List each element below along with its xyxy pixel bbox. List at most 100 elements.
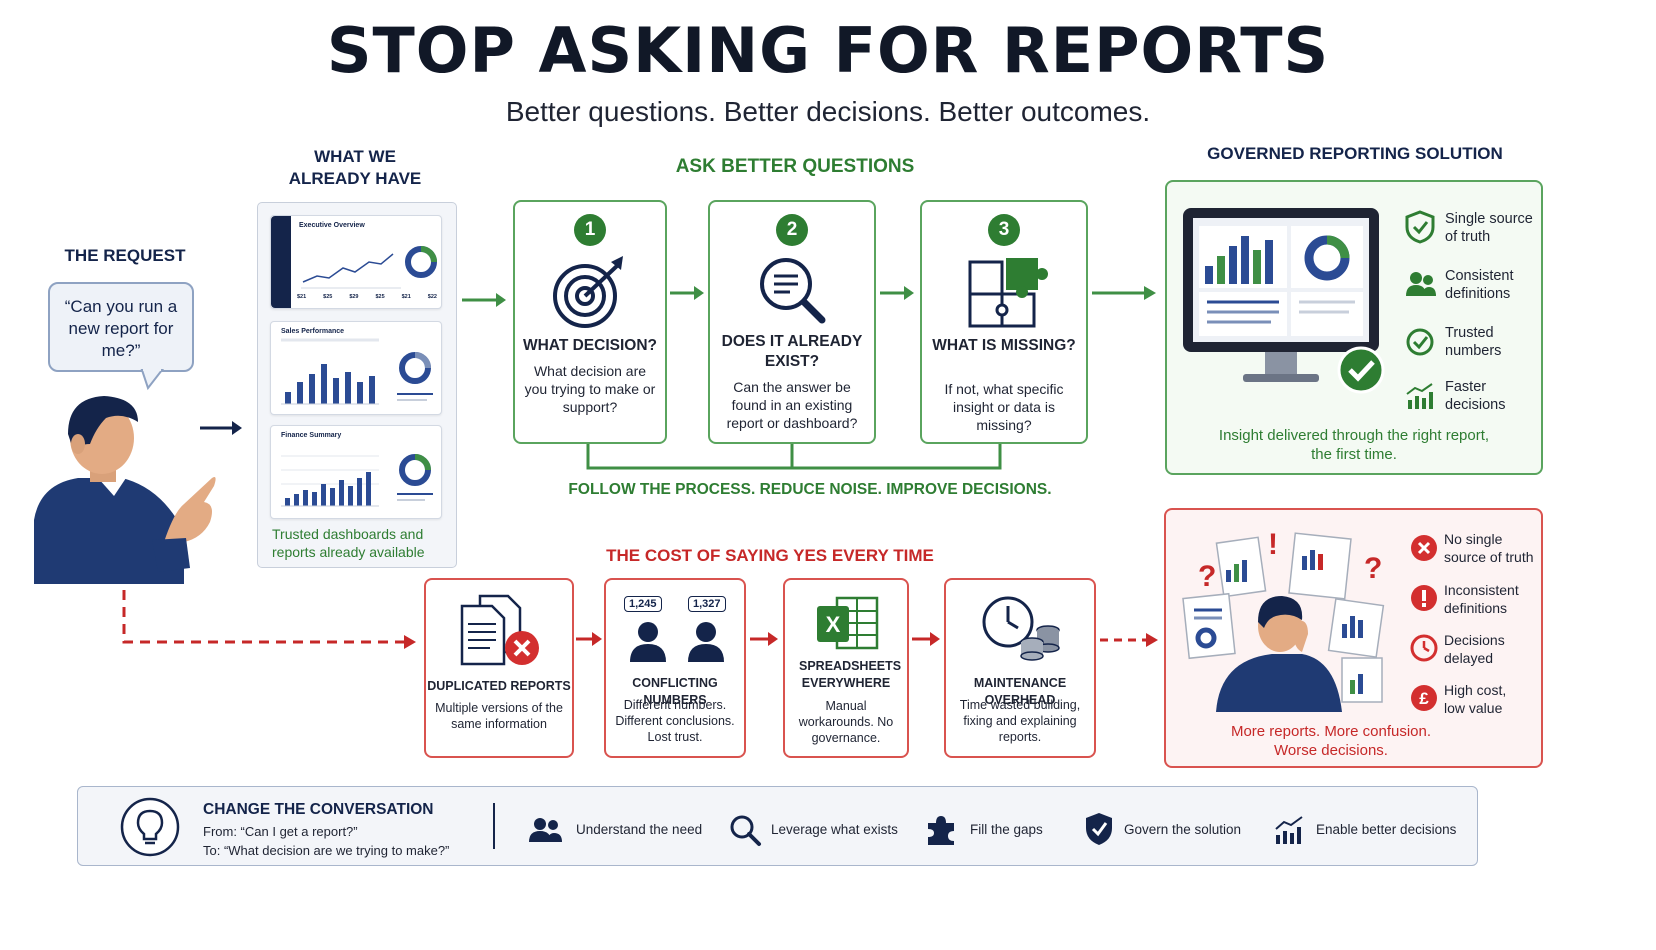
people-icon xyxy=(1406,272,1436,296)
ask-label: ASK BETTER QUESTIONS xyxy=(675,156,915,177)
finance-summary-thumbnail[interactable]: Finance Summary xyxy=(270,425,442,519)
conversation-to: To: “What decision are we trying to make… xyxy=(203,843,450,858)
step-number: 1 xyxy=(574,214,606,246)
check-circle-icon xyxy=(1406,328,1434,356)
puzzle-piece-icon xyxy=(928,816,954,845)
step-title: DOES IT ALREADY EXIST? xyxy=(721,333,863,370)
line-chart-icon xyxy=(301,246,437,289)
problem-item: Inconsistent definitions xyxy=(1444,581,1519,617)
page-subtitle: Better questions. Better decisions. Bett… xyxy=(505,96,1151,127)
governed-caption: Insight delivered through the right repo… xyxy=(1167,426,1541,464)
problem-line: low value xyxy=(1444,700,1503,716)
change-conversation-bar: CHANGE THE CONVERSATION From: “Can I get… xyxy=(77,786,1478,866)
cost-card-maintenance[interactable]: MAINTENANCE OVERHEAD Time wasted buildin… xyxy=(944,578,1096,758)
arrow-cost3-to-cost4 xyxy=(912,632,940,646)
thumbnail-title: Finance Summary xyxy=(281,432,342,439)
cost-title: MAINTENANCE OVERHEAD xyxy=(973,676,1067,707)
puzzle-icon xyxy=(968,258,1048,328)
kpi-row: $21 $25 $29 $25 $21 $22 xyxy=(297,294,437,300)
cost-card-spreadsheets[interactable]: X SPREADSHEETS EVERYWHERE Manual workaro… xyxy=(783,578,909,758)
problem-line: No single xyxy=(1444,531,1503,547)
existing-label-line2: ALREADY HAVE xyxy=(288,169,422,188)
cost-card-conflicting[interactable]: 1,245 1,327 CONFLICTING NUMBERS Differen… xyxy=(604,578,746,758)
existing-label-line1: WHAT WE xyxy=(314,147,396,166)
cost-title: CONFLICTING NUMBERS xyxy=(632,676,718,707)
cost-label: THE COST OF SAYING YES EVERY TIME xyxy=(606,546,934,565)
process-caption: FOLLOW THE PROCESS. REDUCE NOISE. IMPROV… xyxy=(568,481,1052,498)
conversation-title: CHANGE THE CONVERSATION xyxy=(203,801,434,818)
kpi-value: $25 xyxy=(323,294,333,300)
request-text: “Can you run a new report for me?” xyxy=(64,297,178,360)
conversation-item-label: Enable better decisions xyxy=(1316,822,1457,837)
caption-line: Worse decisions. xyxy=(1274,742,1388,759)
conversation-item-label: Leverage what exists xyxy=(771,822,898,837)
kpi-value: $21 xyxy=(297,294,307,300)
kpi-value: $21 xyxy=(401,294,411,300)
arrow-step2-to-step3 xyxy=(880,286,914,300)
arrow-cost2-to-cost3 xyxy=(750,632,778,646)
benefit-line: numbers xyxy=(1445,343,1502,359)
cost-title: SPREADSHEETS EVERYWHERE xyxy=(785,658,907,692)
svg-text:!: ! xyxy=(1268,528,1278,561)
cost-card-duplicated[interactable]: DUPLICATED REPORTS Multiple versions of … xyxy=(424,578,574,758)
benefit-line: Single source xyxy=(1445,211,1533,227)
cost-body: Time wasted building, fixing and explain… xyxy=(959,698,1081,744)
sales-performance-thumbnail[interactable]: Sales Performance xyxy=(270,321,442,415)
cost-body: Different numbers. Different conclusions… xyxy=(615,698,735,744)
conversation-item-label: Understand the need xyxy=(576,822,703,837)
clock-icon xyxy=(1410,634,1438,662)
x-circle-icon xyxy=(1411,535,1437,561)
kpi-value: $25 xyxy=(375,294,385,300)
problem-line: definitions xyxy=(1444,600,1508,616)
dashed-path-to-costs xyxy=(122,590,416,649)
svg-text:£: £ xyxy=(1419,689,1429,708)
divider xyxy=(493,803,495,849)
benefit-line: Faster xyxy=(1445,379,1487,395)
kpi-value: $29 xyxy=(349,294,359,300)
governed-label: GOVERNED REPORTING SOLUTION xyxy=(1207,144,1503,163)
step-title: WHAT DECISION? xyxy=(522,337,658,354)
existing-label: WHAT WE ALREADY HAVE xyxy=(270,146,440,190)
step-number: 2 xyxy=(776,214,808,246)
shield-check-icon xyxy=(1086,813,1112,845)
caption-line: More reports. More confusion. xyxy=(1230,723,1432,740)
svg-text:X: X xyxy=(826,612,841,637)
benefit-line: decisions xyxy=(1445,397,1506,413)
cost-title: DUPLICATED REPORTS xyxy=(427,679,571,693)
bar-chart-icon xyxy=(281,454,433,507)
problem-line: delayed xyxy=(1444,650,1494,666)
exclamation-circle-icon xyxy=(1411,585,1437,611)
arrow-costs-to-problem xyxy=(1100,633,1158,647)
speech-bubble: “Can you run a new report for me?” xyxy=(48,282,194,372)
existing-caption: Trusted dashboards and reports already a… xyxy=(272,526,425,560)
kpi-value: $22 xyxy=(427,294,437,300)
executive-overview-thumbnail[interactable]: Executive Overview $21 $25 $29 $25 $21 $… xyxy=(270,215,442,309)
shield-check-icon xyxy=(1405,210,1435,244)
benefit-item: Faster decisions xyxy=(1445,378,1505,414)
lightbulb-icon xyxy=(120,797,180,857)
existing-reports-panel: Executive Overview $21 $25 $29 $25 $21 $… xyxy=(257,202,457,568)
step-card-decision[interactable]: 1 WHAT DECISION? What decision are you t… xyxy=(513,200,667,444)
people-icon xyxy=(529,818,562,842)
step-body: If not, what specific insight or data is… xyxy=(944,381,1064,433)
conversation-from: From: “Can I get a report?” xyxy=(203,824,358,839)
thumbnail-title: Sales Performance xyxy=(281,328,345,335)
cost-title-text: SPREADSHEETS EVERYWHERE xyxy=(799,659,902,690)
duplicate-docs-icon xyxy=(460,594,539,666)
step-card-exists[interactable]: 2 DOES IT ALREADY EXIST? Can the answer … xyxy=(708,200,876,444)
process-bracket xyxy=(586,444,1002,470)
svg-text:?: ? xyxy=(1364,552,1382,585)
problem-line: High cost, xyxy=(1444,682,1507,698)
step-card-missing[interactable]: 3 WHAT IS MISSING? If not, what specific… xyxy=(920,200,1088,444)
thumbnail-title: Executive Overview xyxy=(299,222,365,229)
number-bubble-a: 1,245 xyxy=(624,596,662,612)
problem-line: Inconsistent xyxy=(1444,582,1519,598)
spreadsheet-icon: X xyxy=(817,596,879,650)
bubble-tail xyxy=(140,368,165,391)
conflicting-people-icon xyxy=(630,622,724,662)
step-body: Can the answer be found in an existing r… xyxy=(726,379,858,431)
pound-circle-icon: £ xyxy=(1411,685,1437,711)
